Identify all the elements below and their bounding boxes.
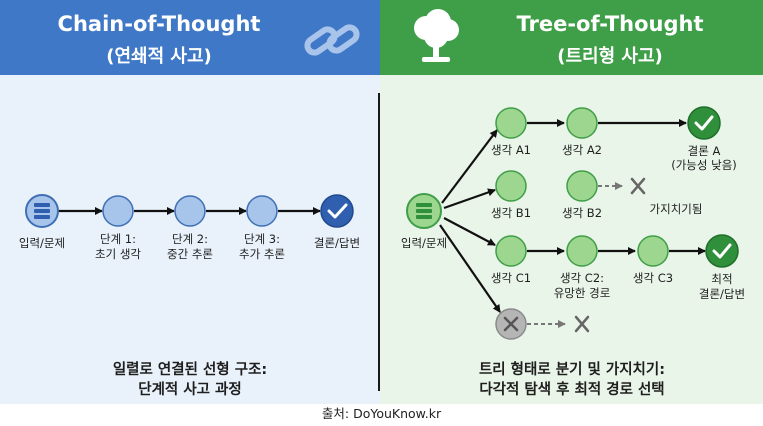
tot-c1-label: 생각 C1 [491, 271, 531, 285]
tot-b1-node [495, 170, 527, 202]
tot-subtitle: (트리형 사고) [557, 46, 663, 67]
list-icon [34, 203, 50, 219]
cot-step2-label: 단계 2: [172, 232, 208, 246]
cot-caption-line1: 일렬로 연결된 선형 구조: [112, 362, 268, 378]
center-divider [378, 93, 380, 391]
tot-best-label: 최적 [711, 272, 732, 286]
list-icon [416, 203, 432, 219]
tot-conclusion-a-node [687, 106, 721, 140]
cot-header: Chain-of-Thought (연쇄적 사고) [0, 0, 380, 75]
x-icon [503, 316, 519, 332]
tot-caption-line2: 다각적 탐색 후 최적 경로 선택 [479, 382, 665, 398]
x-icon [574, 315, 590, 333]
cot-caption: 일렬로 연결된 선형 구조: 단계적 사고 과정 [10, 360, 370, 400]
x-icon [630, 177, 646, 195]
tot-c2-note: 유망한 경로 [554, 286, 611, 300]
chain-link-icon [304, 24, 360, 56]
tot-c3-node [637, 235, 669, 267]
cot-conclusion-node [320, 194, 354, 228]
tot-a2-label: 생각 A2 [562, 143, 602, 157]
cot-input-label: 입력/문제 [19, 236, 65, 250]
tot-best-sub: 결론/답변 [699, 287, 745, 301]
tot-header: Tree-of-Thought (트리형 사고) [380, 0, 763, 75]
cot-subtitle: (연쇄적 사고) [106, 46, 212, 67]
tot-conclusion-a-note: (가능성 낮음) [671, 158, 737, 172]
cot-step3-label: 단계 3: [244, 232, 280, 246]
cot-title: Chain-of-Thought [57, 12, 261, 36]
tot-best-conclusion-node [705, 234, 739, 268]
tot-input-label: 입력/문제 [401, 236, 447, 250]
check-icon [327, 203, 348, 219]
cot-step3-sub: 추가 추론 [239, 247, 285, 261]
tot-caption-line1: 트리 형태로 분기 및 가지치기: [478, 362, 666, 378]
tot-pruned-edges [527, 182, 623, 328]
tot-a1-label: 생각 A1 [491, 143, 531, 157]
tot-input-node [406, 193, 442, 229]
tot-b2-node [566, 170, 598, 202]
cot-step3-node [246, 195, 278, 227]
tot-a1-node [495, 107, 527, 139]
cot-input-node [25, 194, 59, 228]
cot-step2-node [174, 195, 206, 227]
cot-step1-sub: 초기 생각 [95, 247, 141, 261]
tot-dead-node [495, 308, 527, 340]
cot-conclusion-label: 결론/답변 [314, 236, 360, 250]
cot-caption-line2: 단계적 사고 과정 [138, 382, 242, 398]
tot-c2-label: 생각 C2: [560, 271, 604, 285]
cot-step2-sub: 중간 추론 [167, 247, 213, 261]
tot-b2-label: 생각 B2 [562, 206, 602, 220]
tot-c2-node [566, 235, 598, 267]
check-icon [694, 115, 714, 131]
tree-icon [414, 9, 459, 62]
tot-c1-node [495, 235, 527, 267]
tot-c3-label: 생각 C3 [633, 271, 673, 285]
tot-a2-node [566, 107, 598, 139]
tot-caption: 트리 형태로 분기 및 가지치기: 다각적 탐색 후 최적 경로 선택 [392, 360, 752, 400]
source-credit: 출처: DoYouKnow.kr [321, 406, 442, 421]
check-icon [712, 243, 732, 259]
cot-step1-node [102, 195, 134, 227]
tot-conclusion-a-label: 결론 A [688, 144, 721, 158]
tot-edges [439, 119, 706, 313]
tot-pruned-label: 가지치기됨 [650, 202, 703, 216]
tot-b1-label: 생각 B1 [491, 206, 531, 220]
tot-title: Tree-of-Thought [516, 12, 704, 36]
cot-step1-label: 단계 1: [100, 232, 136, 246]
